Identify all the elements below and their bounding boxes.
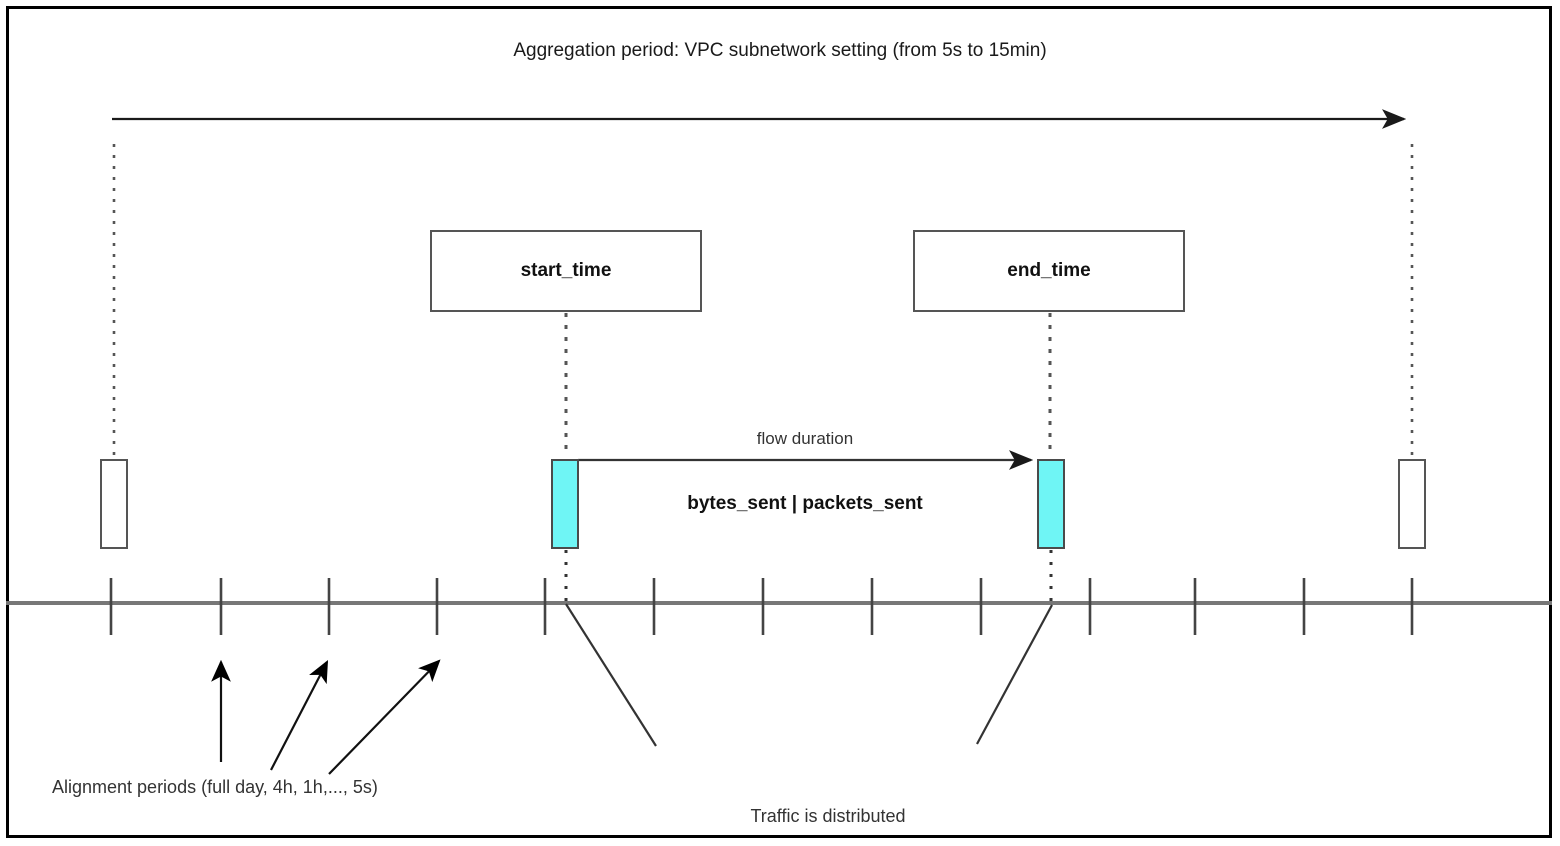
traffic-note-leader-left [565,603,657,747]
alignment-periods-note: Alignment periods (full day, 4h, 1h,...,… [52,777,378,797]
traffic-note-leader-right [976,604,1053,745]
flow-metrics-label: bytes_sent | packets_sent [687,493,923,514]
alignment-arrow-3 [328,659,441,775]
end-time-box: end_time [913,230,1185,312]
diagram-title: Aggregation period: VPC subnetwork setti… [513,40,1047,61]
flow-end-marker [1037,459,1065,549]
aggregation-period-end-marker [1398,459,1426,549]
traffic-distribution-note: Traffic is distributed proportionally am… [680,749,976,846]
diagram-frame [6,6,1552,838]
alignment-arrow-2 [270,660,329,771]
aggregation-period-start-marker [100,459,128,549]
flow-start-marker [551,459,579,549]
flow-duration-label: flow duration [756,429,854,448]
end-time-label: end_time [1007,260,1091,281]
traffic-note-line-1: Traffic is distributed [750,806,906,826]
start-time-box: start_time [430,230,702,312]
start-time-label: start_time [520,260,612,281]
timeline-ticks [109,578,1414,635]
